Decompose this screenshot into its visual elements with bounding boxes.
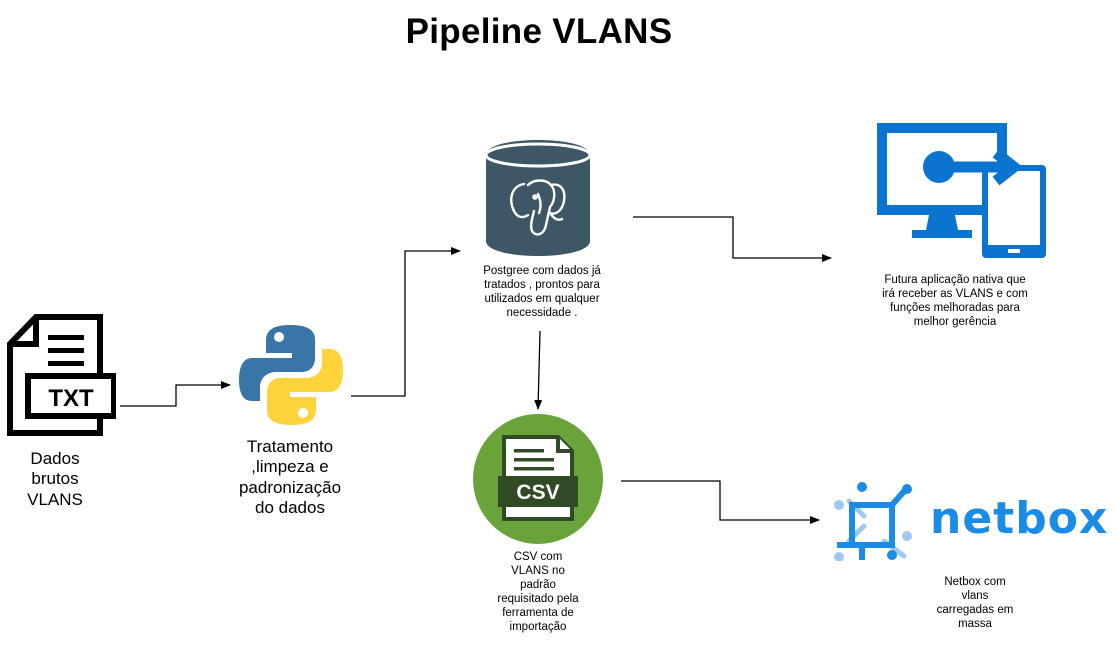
postgresql-database-icon — [484, 140, 592, 256]
arrow-postgres-to-csv — [534, 330, 543, 410]
app-node-label: Futura aplicação nativa que irá receber … — [882, 274, 1028, 329]
postgres-node-label: Postgree com dados já tratados , prontos… — [483, 265, 601, 320]
txt-icon-label: TXT — [48, 385, 94, 412]
arrow-txt-to-python — [120, 381, 231, 407]
netbox-logo-text: netbox — [930, 493, 1108, 544]
csv-icon-label: CSV — [516, 481, 559, 504]
csv-node-label: CSV com VLANS no padrão requisitado pela… — [497, 551, 579, 634]
arrow-csv-to-netbox — [621, 480, 820, 524]
csv-file-icon: CSV — [473, 414, 603, 544]
arrow-python-to-postgres — [351, 247, 461, 397]
arrow-postgres-to-app — [633, 216, 832, 262]
python-logo-icon — [239, 325, 343, 425]
txt-file-icon: TXT — [7, 314, 116, 436]
python-node-label: Tratamento ,limpeza e padronização do da… — [238, 437, 342, 518]
netbox-logo-icon: netbox — [834, 482, 1108, 561]
remote-desktop-icon — [877, 123, 1046, 258]
txt-node-label: Dados brutos VLANS — [27, 449, 83, 509]
netbox-node-label: Netbox com vlans carregadas em massa — [936, 576, 1014, 631]
diagram-title: Pipeline VLANS — [405, 12, 673, 51]
